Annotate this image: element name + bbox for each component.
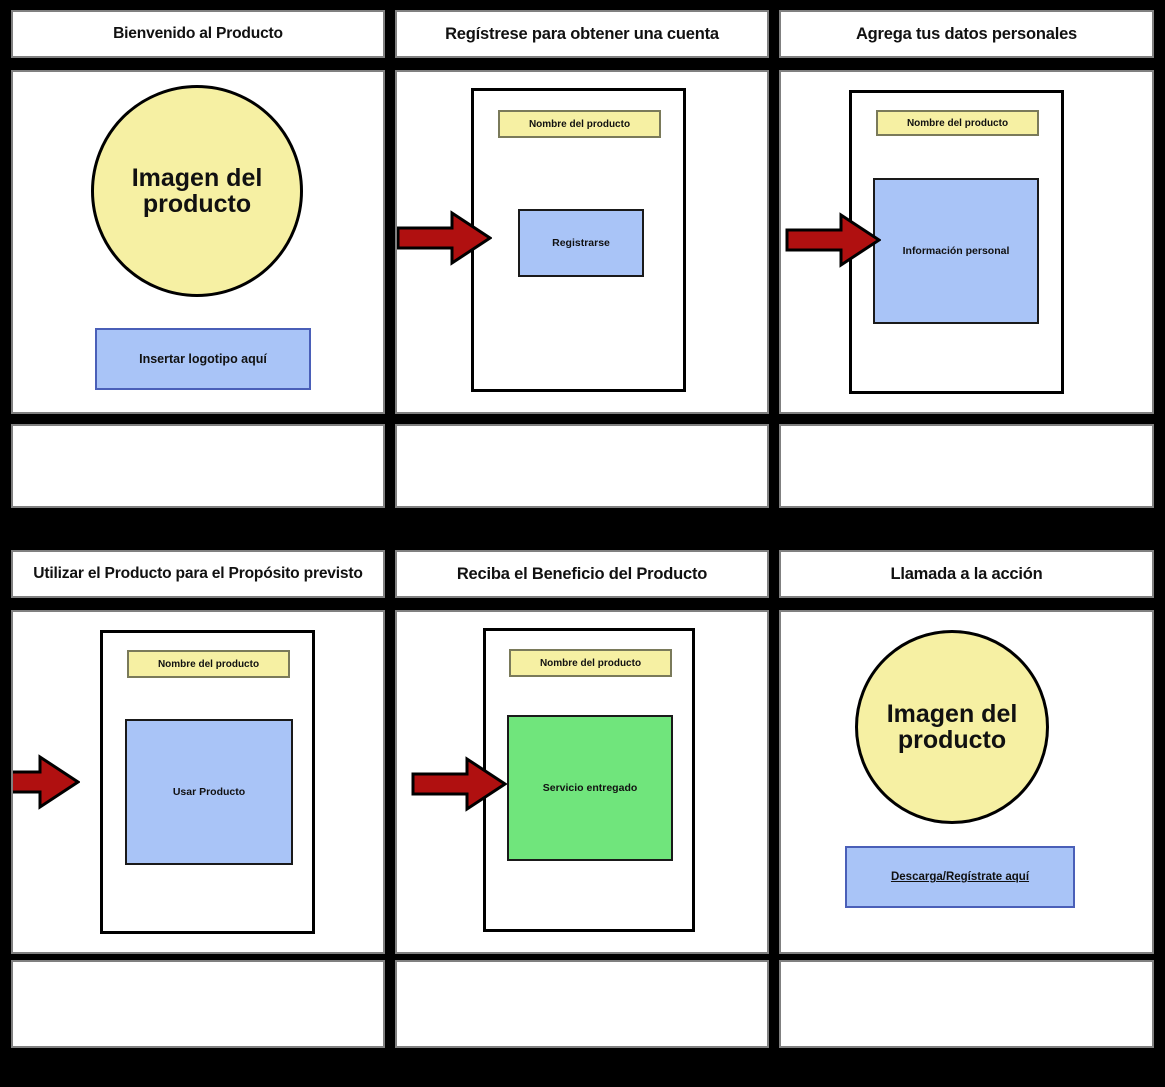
product-name-plate: Nombre del producto <box>876 110 1039 136</box>
right-arrow-icon <box>397 210 492 266</box>
panel-caption-personal-data[interactable] <box>779 424 1154 508</box>
panel-caption-benefit[interactable] <box>395 960 769 1048</box>
panel-title-welcome: Bienvenido al Producto <box>11 10 385 58</box>
device-frame: Nombre del producto Información personal <box>849 90 1064 394</box>
panel-scene-benefit: Nombre del producto Servicio entregado <box>395 610 769 954</box>
panel-scene-use-product: Nombre del producto Usar Producto <box>11 610 385 954</box>
service-delivered-block[interactable]: Servicio entregado <box>507 715 673 861</box>
product-name-plate: Nombre del producto <box>127 650 290 678</box>
signup-action-button[interactable]: Registrarse <box>518 209 644 277</box>
panel-title-text: Reciba el Beneficio del Producto <box>456 564 708 583</box>
panel-title-call-to-action: Llamada a la acción <box>779 550 1154 598</box>
download-signup-label: Descarga/Regístrate aquí <box>890 871 1030 883</box>
storyboard-row-1: Bienvenido al Producto Imagen del produc… <box>0 0 1165 535</box>
panel-scene-call-to-action: Imagen del producto Descarga/Regístrate … <box>779 610 1154 954</box>
personal-info-block[interactable]: Información personal <box>873 178 1039 324</box>
panel-title-personal-data: Agrega tus datos personales <box>779 10 1154 58</box>
panel-caption-call-to-action[interactable] <box>779 960 1154 1048</box>
insert-logo-label: Insertar logotipo aquí <box>139 352 267 366</box>
panel-title-text: Utilizar el Producto para el Propósito p… <box>33 565 363 582</box>
panel-title-text: Bienvenido al Producto <box>113 25 283 42</box>
device-frame: Nombre del producto Usar Producto <box>100 630 315 934</box>
panel-scene-personal-data: Nombre del producto Información personal <box>779 70 1154 414</box>
panel-scene-signup: Nombre del producto Registrarse <box>395 70 769 414</box>
product-image-circle: Imagen del producto <box>91 85 303 297</box>
device-frame: Nombre del producto Servicio entregado <box>483 628 695 932</box>
right-arrow-icon <box>13 754 80 810</box>
product-name-plate: Nombre del producto <box>498 110 661 138</box>
use-product-block[interactable]: Usar Producto <box>125 719 293 865</box>
product-name-plate: Nombre del producto <box>509 649 672 677</box>
panel-caption-signup[interactable] <box>395 424 769 508</box>
panel-title-text: Llamada a la acción <box>890 564 1043 583</box>
download-signup-button[interactable]: Descarga/Regístrate aquí <box>845 846 1075 908</box>
right-arrow-icon <box>411 756 507 812</box>
panel-title-benefit: Reciba el Beneficio del Producto <box>395 550 769 598</box>
panel-caption-use-product[interactable] <box>11 960 385 1048</box>
panel-title-signup: Regístrese para obtener una cuenta <box>395 10 769 58</box>
panel-title-use-product: Utilizar el Producto para el Propósito p… <box>11 550 385 598</box>
product-image-circle: Imagen del producto <box>855 630 1049 824</box>
insert-logo-box[interactable]: Insertar logotipo aquí <box>95 328 311 390</box>
device-frame: Nombre del producto Registrarse <box>471 88 686 392</box>
panel-caption-welcome[interactable] <box>11 424 385 508</box>
panel-title-text: Agrega tus datos personales <box>855 24 1078 43</box>
storyboard-row-2: Utilizar el Producto para el Propósito p… <box>0 540 1165 1087</box>
panel-title-text: Regístrese para obtener una cuenta <box>445 24 719 43</box>
panel-scene-welcome: Imagen del producto Insertar logotipo aq… <box>11 70 385 414</box>
right-arrow-icon <box>785 212 881 268</box>
